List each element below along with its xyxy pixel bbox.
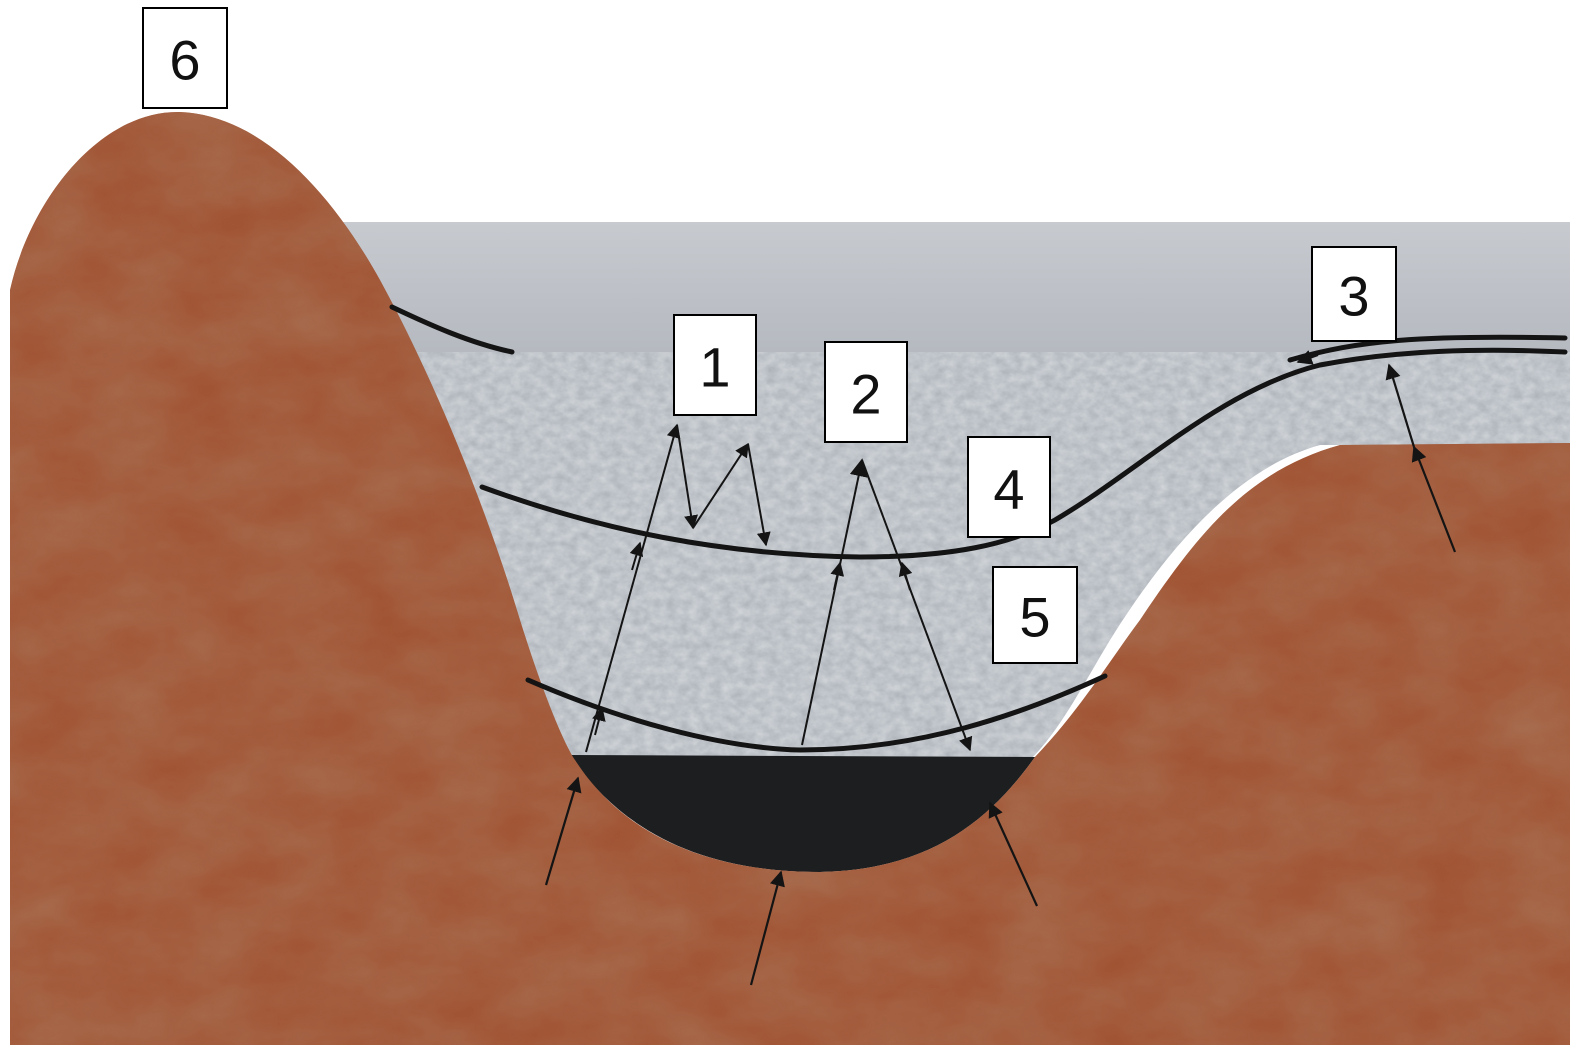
label-1: 1 (674, 315, 756, 415)
label-4: 4 (968, 437, 1050, 537)
label-6: 6 (143, 8, 227, 108)
label-3: 3 (1312, 247, 1396, 341)
label-5: 5 (993, 567, 1077, 663)
svg-text:1: 1 (699, 336, 730, 399)
label-2: 2 (825, 342, 907, 442)
svg-text:4: 4 (993, 458, 1024, 521)
svg-text:2: 2 (850, 363, 881, 426)
svg-text:6: 6 (169, 29, 200, 92)
svg-text:5: 5 (1019, 586, 1050, 649)
svg-text:3: 3 (1338, 265, 1369, 328)
